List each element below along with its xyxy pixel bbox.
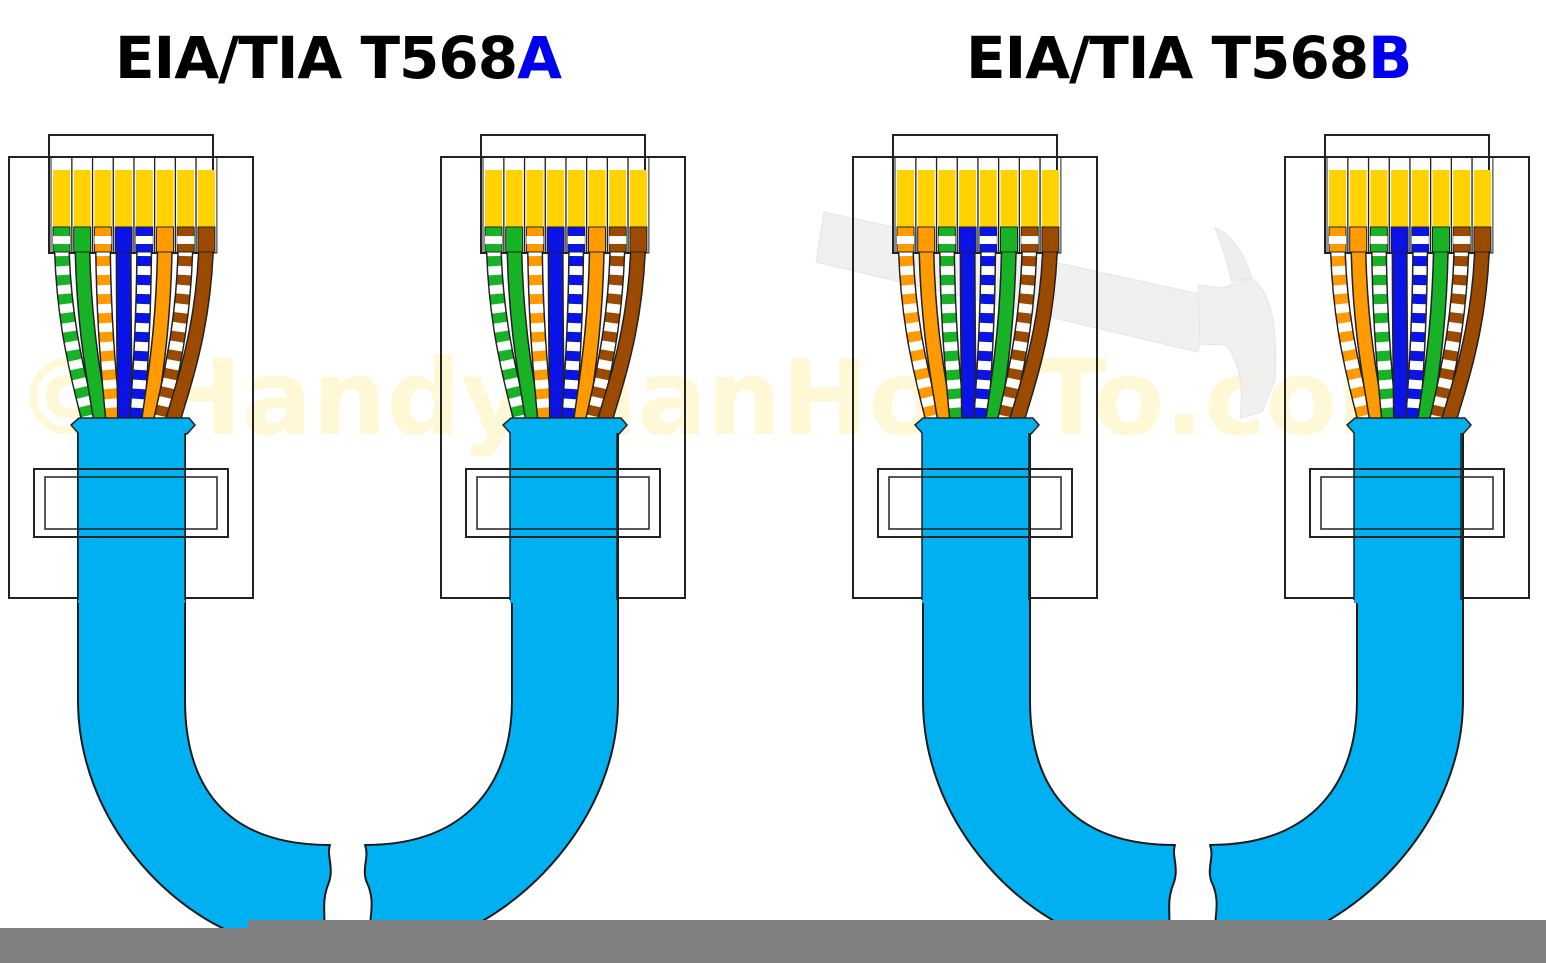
gold-contact [53, 170, 70, 227]
strain-clip-inner [44, 476, 218, 530]
wire-3-white-orange [93, 226, 121, 421]
gold-contact [567, 170, 585, 227]
jacket-edge [69, 417, 196, 435]
gold-contact [1021, 170, 1039, 227]
rj45-connector-b-left [852, 134, 1098, 603]
gold-contact [485, 170, 502, 227]
gold-contact [1453, 170, 1471, 227]
strain-clip-outer [877, 468, 1073, 538]
jacket-inside [510, 433, 617, 603]
wire-8-brown [1009, 226, 1060, 423]
wire-3-white-orange [525, 226, 553, 421]
wire-1-white-orange [1328, 226, 1373, 422]
gold-contact [135, 170, 153, 227]
title-t568a-letter: A [517, 24, 562, 92]
wire-4-blue [546, 226, 565, 421]
gold-contact [1349, 170, 1367, 227]
wire-8-brown [165, 226, 216, 423]
gold-contact [156, 170, 174, 227]
gold-contact [1000, 170, 1018, 227]
wire-2-green [73, 226, 109, 422]
rj45-connector-b-right [1284, 134, 1530, 603]
gold-contact [917, 170, 935, 227]
gold-contact [1473, 170, 1491, 227]
gold-contact [73, 170, 91, 227]
wire-5-white-blue [129, 226, 154, 421]
wire-4-blue [1390, 226, 1409, 421]
jacket-edge [501, 417, 628, 435]
wire-7-white-brown [1429, 226, 1471, 422]
title-t568a-prefix: EIA/TIA T568 [115, 24, 518, 92]
title-t568b-letter: B [1368, 24, 1412, 92]
gold-contact [1370, 170, 1388, 227]
gold-contact [177, 170, 195, 227]
strain-clip-inner [1320, 476, 1494, 530]
jacket-inside [78, 433, 185, 603]
wire-5-white-blue [1405, 226, 1430, 421]
wire-8-brown [1441, 226, 1492, 423]
gold-contact [1432, 170, 1450, 227]
gold-contact [115, 170, 133, 227]
wire-6-green [985, 226, 1018, 422]
wire-6-green [1417, 226, 1450, 422]
jacket-edge [913, 417, 1040, 435]
cables-layer [77, 429, 1464, 941]
wire-2-orange [917, 226, 953, 422]
wire-1-white-green [484, 226, 529, 422]
gold-contact [629, 170, 647, 227]
gold-contact [938, 170, 956, 227]
bottom-bar [0, 928, 1546, 963]
wire-2-orange [1349, 226, 1385, 422]
jacket-inside [1354, 433, 1461, 603]
gold-contact [609, 170, 627, 227]
wire-4-blue [958, 226, 977, 421]
gold-contact [1329, 170, 1346, 227]
strain-clip-outer [33, 468, 229, 538]
wire-1-white-orange [896, 226, 941, 422]
wire-4-blue [114, 226, 133, 421]
wire-7-white-brown [997, 226, 1039, 422]
gold-contact [1041, 170, 1059, 227]
wire-8-brown [597, 226, 648, 423]
connectors-layer [8, 134, 1530, 603]
gold-contact [959, 170, 977, 227]
title-t568b: EIA/TIA T568B [966, 18, 1412, 98]
gold-contact [505, 170, 523, 227]
strain-clip-outer [465, 468, 661, 538]
wire-2-green [505, 226, 541, 422]
wire-6-orange [141, 226, 174, 422]
rj45-connector-a-left [8, 134, 254, 603]
jacket-edge [1345, 417, 1472, 435]
strain-clip-inner [476, 476, 650, 530]
wire-1-white-green [52, 226, 97, 422]
strain-clip-outer [1309, 468, 1505, 538]
gold-contact [1391, 170, 1409, 227]
wire-5-white-blue [973, 226, 998, 421]
bottom-bar-step [248, 920, 1546, 928]
gold-contact [1411, 170, 1429, 227]
gold-contact [897, 170, 914, 227]
wire-6-orange [573, 226, 606, 422]
strain-clip-inner [888, 476, 1062, 530]
gold-contact [526, 170, 544, 227]
gold-contact [197, 170, 215, 227]
gold-contact [979, 170, 997, 227]
gold-contact [547, 170, 565, 227]
title-t568a: EIA/TIA T568A [115, 18, 562, 98]
jacket-inside [922, 433, 1029, 603]
wire-3-white-green [937, 226, 965, 421]
wire-3-white-green [1369, 226, 1397, 421]
wire-7-white-brown [153, 226, 195, 422]
gold-contact [588, 170, 606, 227]
wire-7-white-brown [585, 226, 627, 422]
rj45-connector-a-right [440, 134, 686, 603]
gold-contact [94, 170, 112, 227]
title-t568b-prefix: EIA/TIA T568 [966, 24, 1369, 92]
wire-5-white-blue [561, 226, 586, 421]
